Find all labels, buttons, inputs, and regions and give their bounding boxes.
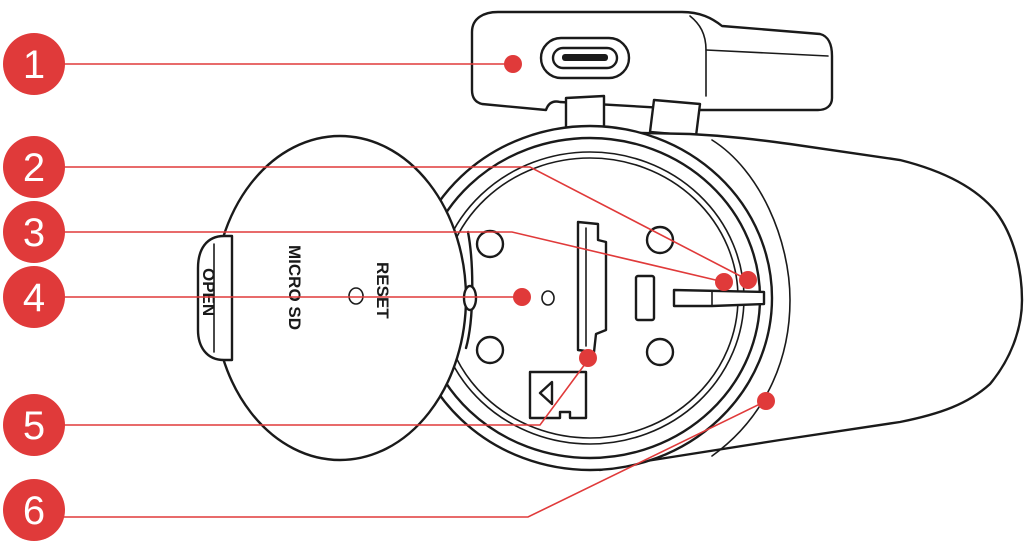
callout-4-dot [513,288,531,306]
callout-5-number: 5 [23,404,45,448]
indicator-window [634,274,656,322]
callout-3-badge [3,201,65,263]
mounting-holes [475,225,675,367]
callout-5-dot [579,349,597,367]
open-label: OPEN [199,268,218,316]
callout-1-badge [3,33,65,95]
micro-sd-slot [576,220,608,354]
callout-4-badge [3,266,65,328]
callout-2-badge [3,136,65,198]
callout-1-number: 1 [23,43,45,87]
reset-pinhole [541,290,555,306]
power-switch [672,288,766,308]
cover-open-tab[interactable] [196,234,234,362]
reset-label: RESET [373,262,392,319]
callout-leaders [64,55,775,518]
callout-3-number: 3 [23,211,45,255]
cover-reset-hole [348,287,364,305]
callout-2-number: 2 [23,146,45,190]
callout-4-number: 4 [23,276,45,320]
callout-6-dot [757,392,775,410]
callout-2-dot [739,271,757,289]
callout-5-badge [3,394,65,456]
sd-cover: OPEN MICRO SD RESET [196,134,478,462]
callout-badges: 1 2 3 4 5 6 [3,33,65,541]
camera-front-face [406,124,774,472]
callout-6-number: 6 [23,489,45,533]
callout-1-dot [504,55,522,73]
mount-bracket [470,10,834,138]
micro-sd-label: MICRO SD [285,245,304,330]
callout-6-badge [3,479,65,541]
micro-sd-card-icon [528,370,588,420]
callout-3-dot [715,273,733,291]
